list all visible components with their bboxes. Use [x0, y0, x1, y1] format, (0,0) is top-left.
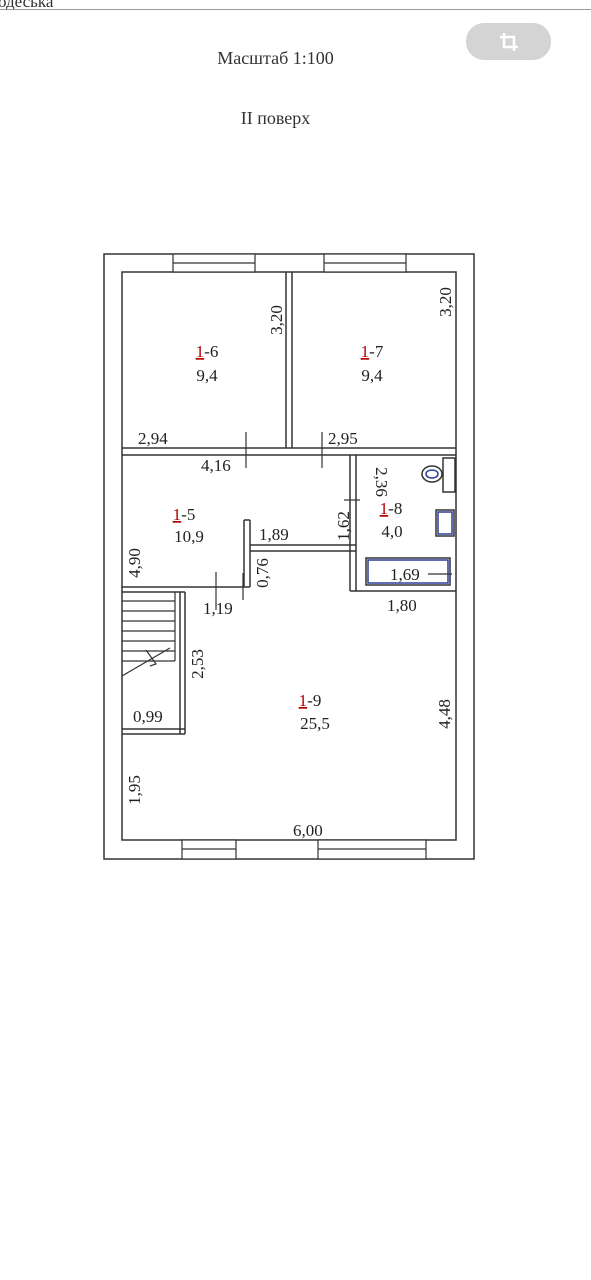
plan-line: 1-7: [361, 342, 384, 361]
room-id-suffix: -9: [307, 691, 321, 710]
room-id: 1: [299, 691, 308, 710]
dimension-label: 1,69: [390, 565, 420, 584]
crop-icon: [499, 32, 518, 51]
plan-line: [145, 649, 157, 667]
dimension-label: 2,36: [372, 467, 391, 497]
plan-line: [367, 559, 449, 584]
dimension-label: 6,00: [293, 821, 323, 840]
room-id-suffix: -7: [369, 342, 384, 361]
outer-wall: [103, 253, 475, 860]
inner-wall: [121, 271, 457, 841]
dimension-label: 2,95: [328, 429, 358, 448]
room-id-suffix: -5: [181, 505, 195, 524]
room-id: 1: [196, 342, 205, 361]
plan-line: 1-6: [196, 342, 219, 361]
sink: [435, 509, 455, 537]
room-area: 10,9: [174, 527, 204, 546]
room-area: 9,4: [196, 366, 218, 385]
dimension-label: 0,99: [133, 707, 163, 726]
plan-line: [442, 457, 456, 493]
plan-line: [437, 511, 453, 535]
room-area: 4,0: [381, 522, 402, 541]
room-id: 1: [380, 499, 389, 518]
room-area: 9,4: [361, 366, 383, 385]
room-id: 1: [361, 342, 370, 361]
dimension-label: 2,53: [188, 649, 207, 679]
plan-line: 1-9: [299, 691, 322, 710]
dimension-label: 4,16: [201, 456, 231, 475]
dimension-label: 3,20: [436, 287, 455, 317]
dimension-label: 0,76: [253, 558, 272, 588]
plan-line: [425, 469, 439, 479]
plan-line: [121, 647, 171, 677]
floor-label: II поверх: [240, 108, 311, 128]
room-id-suffix: -8: [388, 499, 402, 518]
header-divider: [0, 9, 591, 10]
dimension-label: 1,95: [125, 775, 144, 805]
room-id: 1: [173, 505, 182, 524]
room-id-suffix: -6: [204, 342, 218, 361]
bathtub: [365, 557, 451, 586]
dimension-label: 1,80: [387, 596, 417, 615]
dimension-label: 4,90: [125, 548, 144, 578]
dimension-label: 2,94: [138, 429, 168, 448]
room-area: 25,5: [300, 714, 330, 733]
dimension-label: 1,19: [203, 599, 233, 618]
scale-label: Масштаб 1:100: [217, 48, 334, 68]
dimension-label: 3,20: [267, 305, 286, 335]
dimension-label: 1,89: [259, 525, 289, 544]
dimension-label: 1,62: [334, 511, 353, 541]
document-title-partial: одеська: [0, 0, 54, 11]
plan-line: 1-8: [380, 499, 403, 518]
toilet: [421, 465, 443, 483]
dimension-label: 4,48: [435, 699, 454, 729]
plan-line: 1-5: [173, 505, 196, 524]
crop-button[interactable]: [466, 23, 551, 60]
